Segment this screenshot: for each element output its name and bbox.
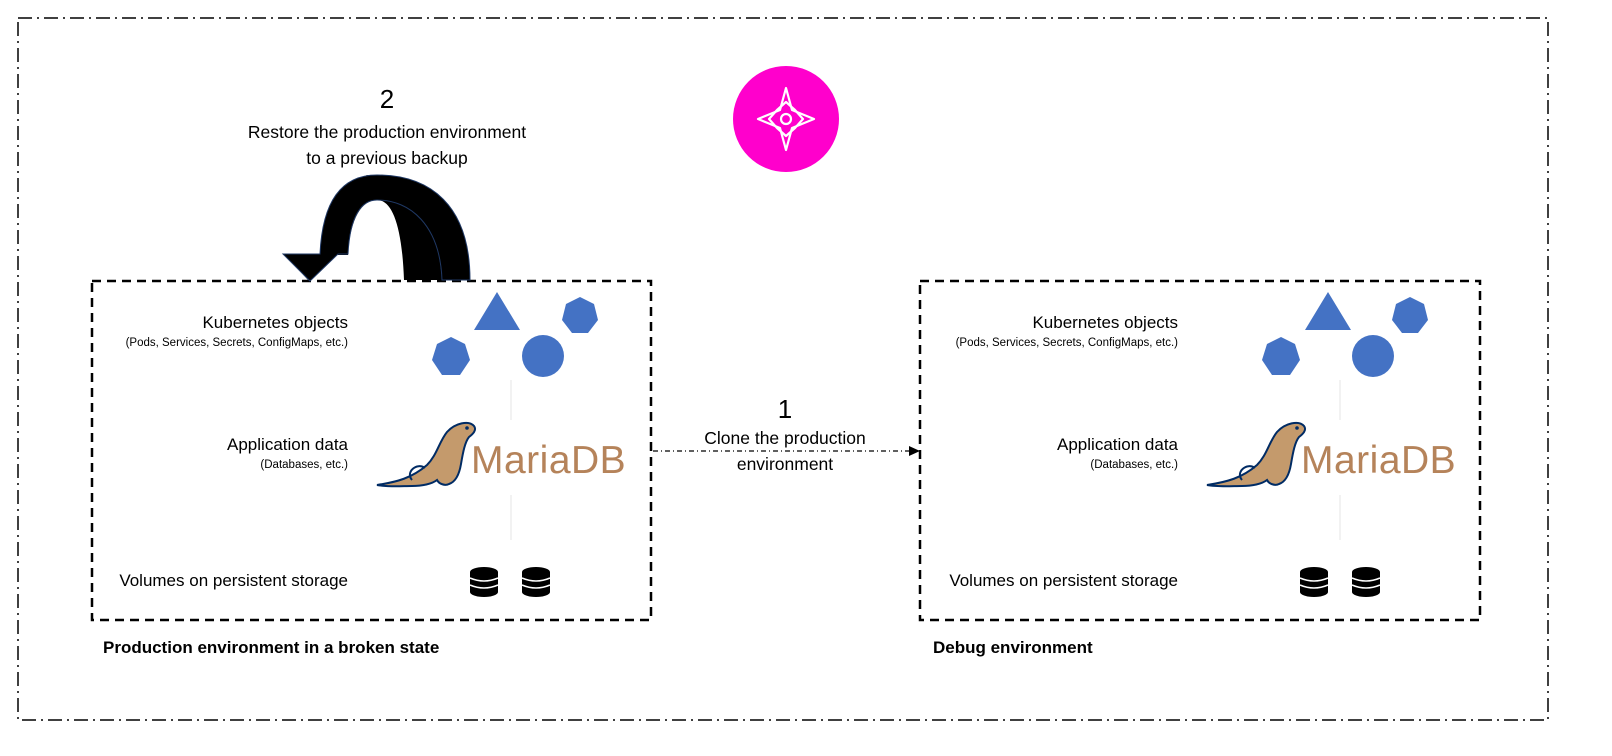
production-app-label: Application data	[227, 435, 348, 454]
step-2-line-1: Restore the production environment	[247, 122, 527, 142]
heptagon-icon	[1262, 337, 1300, 375]
database-icon	[469, 567, 499, 597]
outer-frame	[17, 17, 1549, 721]
production-mariadb-logo-text: MariaDB	[471, 439, 627, 482]
debug-app-sublabel: (Databases, etc.)	[1090, 459, 1178, 471]
database-icon	[521, 567, 551, 597]
step-1-number: 1	[777, 394, 793, 424]
circle-icon	[1352, 335, 1394, 377]
debug-env-box	[918, 279, 1482, 622]
heptagon-icon	[1392, 297, 1428, 333]
triangle-icon	[1305, 292, 1351, 330]
debug-app-label: Application data	[1057, 435, 1178, 454]
triangle-icon	[474, 292, 520, 330]
production-env-box	[90, 279, 653, 622]
circle-icon	[522, 335, 564, 377]
clone-arrow	[653, 446, 920, 456]
step-1-line-1: Clone the production	[704, 428, 866, 448]
step-2-number: 2	[379, 84, 395, 114]
database-icon	[1299, 567, 1329, 597]
production-volumes-label: Volumes on persistent storage	[119, 571, 348, 590]
debug-env-title: Debug environment	[933, 638, 1093, 657]
step-1-text: Clone the production environment	[655, 425, 915, 477]
compass-star-icon	[733, 66, 839, 172]
debug-mariadb-logo-text: MariaDB	[1301, 439, 1457, 482]
mariadb-seal-icon	[376, 421, 477, 488]
production-app-sublabel: (Databases, etc.)	[260, 459, 348, 471]
production-k8s-sublabel: (Pods, Services, Secrets, ConfigMaps, et…	[125, 337, 348, 349]
step-2-line-2: to a previous backup	[306, 148, 468, 168]
mariadb-seal-icon	[1206, 421, 1307, 488]
heptagon-icon	[432, 337, 470, 375]
debug-volumes-label: Volumes on persistent storage	[949, 571, 1178, 590]
production-env-title: Production environment in a broken state	[103, 638, 440, 657]
debug-k8s-sublabel: (Pods, Services, Secrets, ConfigMaps, et…	[955, 337, 1178, 349]
step-2-text: Restore the production environment to a …	[187, 119, 587, 171]
heptagon-icon	[562, 297, 598, 333]
database-icon	[1351, 567, 1381, 597]
debug-k8s-label: Kubernetes objects	[1032, 313, 1178, 332]
step-1-line-2: environment	[736, 454, 834, 474]
curved-arrow-icon	[281, 174, 471, 282]
production-k8s-label: Kubernetes objects	[202, 313, 348, 332]
